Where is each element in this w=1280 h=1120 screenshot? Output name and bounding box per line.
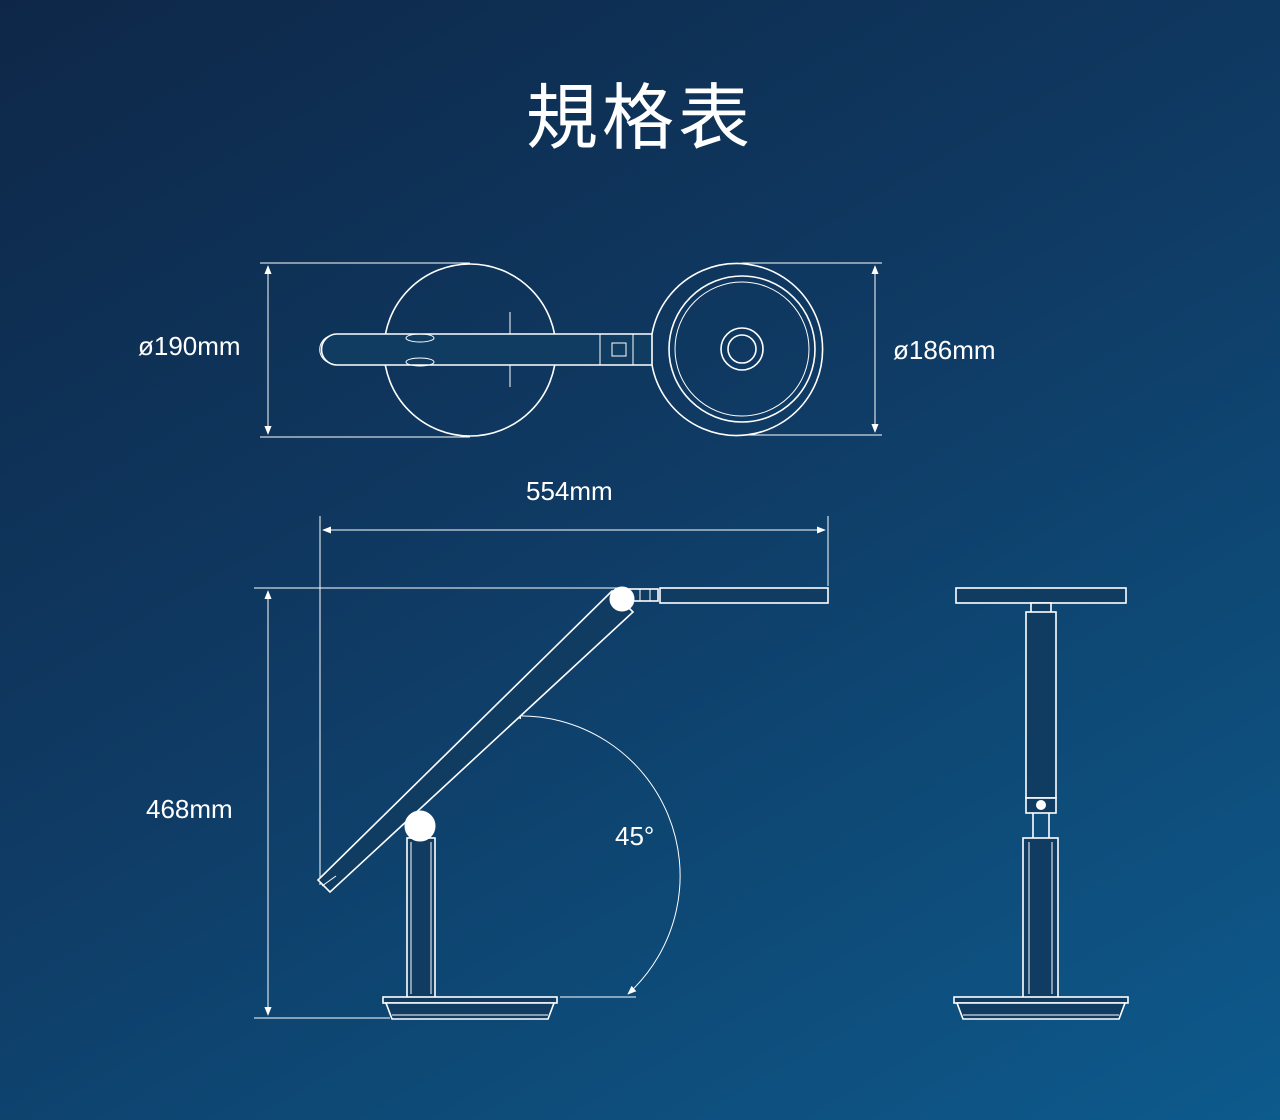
head-diameter-dimension xyxy=(742,262,882,436)
base-side xyxy=(382,996,558,1020)
lamp-head-side xyxy=(619,587,829,604)
base-diameter-label: ø190mm xyxy=(138,331,241,361)
diagonal-arm xyxy=(316,589,635,894)
column-lower xyxy=(1022,837,1059,999)
base-front xyxy=(953,996,1129,1020)
top-view: ø190mm ø186mm xyxy=(138,262,996,438)
height-label: 468mm xyxy=(146,794,233,824)
base-diameter-dimension xyxy=(260,262,470,438)
front-view xyxy=(953,587,1129,1020)
column-upper xyxy=(1025,611,1057,799)
side-view: 554mm 468mm 45° xyxy=(146,476,829,1020)
reach-dimension xyxy=(319,516,829,885)
lower-joint xyxy=(404,810,436,842)
angle-dimension xyxy=(512,712,681,998)
column-side xyxy=(406,837,436,999)
head-diameter-label: ø186mm xyxy=(893,335,996,365)
angle-label: 45° xyxy=(615,821,654,851)
arm-bar-top xyxy=(319,312,653,387)
lamp-head-front xyxy=(955,587,1127,604)
reach-label: 554mm xyxy=(526,476,613,506)
height-dimension xyxy=(254,587,620,1019)
page-title: 規格表 xyxy=(525,76,754,160)
upper-joint xyxy=(609,586,635,612)
lamp-head-top xyxy=(651,262,824,437)
height-adjust-knob xyxy=(1025,797,1057,838)
